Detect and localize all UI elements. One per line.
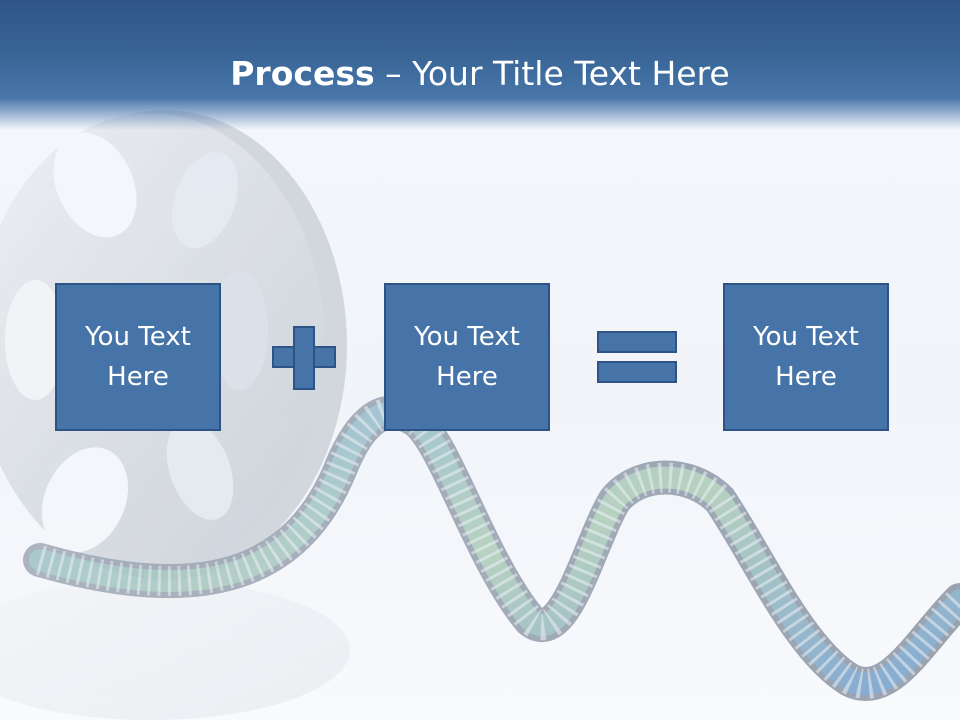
plus-icon bbox=[272, 326, 336, 390]
box-2-line-1: You Text bbox=[414, 322, 520, 352]
equals-icon bbox=[597, 331, 677, 383]
box-3-line-1: You Text bbox=[753, 322, 859, 352]
box-2-line-2: Here bbox=[436, 362, 498, 392]
process-box-2[interactable]: You Text Here bbox=[384, 283, 550, 431]
box-1-line-1: You Text bbox=[85, 322, 191, 352]
slide-title: Process – Your Title Text Here bbox=[0, 52, 960, 96]
film-reel-reflection bbox=[0, 580, 350, 720]
header-banner bbox=[0, 0, 960, 130]
film-strip-icon bbox=[23, 395, 960, 701]
title-rest: – Your Title Text Here bbox=[374, 54, 730, 93]
box-1-line-2: Here bbox=[107, 362, 169, 392]
film-reel-icon bbox=[0, 110, 347, 580]
box-3-line-2: Here bbox=[775, 362, 837, 392]
title-bold: Process bbox=[230, 54, 375, 93]
process-box-1[interactable]: You Text Here bbox=[55, 283, 221, 431]
process-box-3[interactable]: You Text Here bbox=[723, 283, 889, 431]
